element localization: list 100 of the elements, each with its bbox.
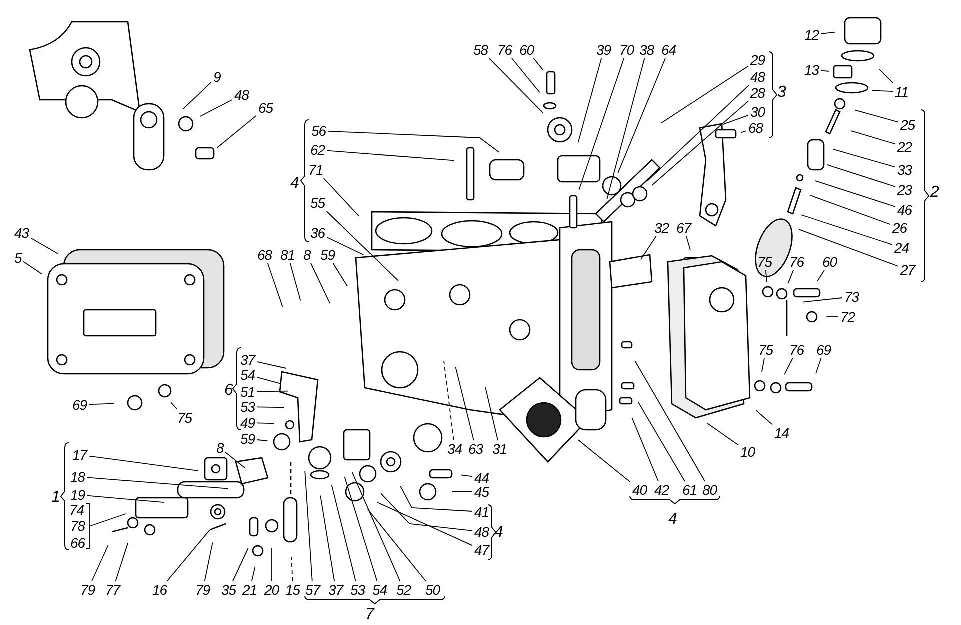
- leader-line: [578, 58, 602, 144]
- callout-number: 59: [320, 248, 336, 262]
- callout-number: 54: [240, 368, 256, 382]
- leader-line: [802, 298, 843, 303]
- leader-line: [816, 358, 822, 374]
- callout-number: 5: [14, 250, 22, 266]
- leader-line: [817, 270, 825, 282]
- leader-line: [826, 164, 896, 188]
- callout-number: 69: [72, 398, 88, 412]
- leader-line: [850, 130, 896, 145]
- callout-number: 28: [750, 86, 766, 100]
- callout-number: 45: [474, 484, 490, 500]
- leader-line: [380, 493, 473, 532]
- leader-line: [826, 316, 839, 318]
- callout-number: 8: [304, 248, 311, 262]
- callout-number: 27: [900, 262, 916, 278]
- leader-line: [87, 495, 165, 504]
- callout-number: 32: [654, 220, 670, 236]
- callout-number: 76: [790, 254, 804, 270]
- leader-line: [91, 545, 109, 582]
- leader-line: [31, 238, 59, 254]
- callout-number: 79: [80, 582, 96, 598]
- callout-number: 40: [632, 482, 648, 498]
- callout-number: 48: [750, 70, 766, 84]
- leader-line: [170, 402, 178, 410]
- callout-number: 53: [350, 582, 366, 598]
- callout-number: 10: [740, 444, 756, 460]
- callout-number: 79: [196, 582, 210, 598]
- leader-line: [632, 417, 659, 482]
- group-number: 4: [290, 174, 300, 192]
- callout-number: 26: [892, 220, 908, 236]
- callout-number: 49: [240, 416, 256, 430]
- callout-number: 43: [14, 226, 30, 240]
- callout-number: 60: [822, 254, 838, 270]
- callout-number: 80: [702, 482, 718, 498]
- callout-number: 42: [654, 482, 670, 498]
- callout-number: 48: [234, 88, 250, 102]
- callout-number: 22: [898, 140, 912, 154]
- callout-number: 25: [900, 118, 916, 132]
- leader-line: [115, 542, 129, 582]
- callout-number: 56: [312, 124, 326, 138]
- leader-line: [821, 32, 836, 34]
- leader-line: [331, 485, 356, 582]
- leader-line: [765, 270, 768, 283]
- callout-number: 33: [898, 162, 912, 178]
- leader-line: [485, 387, 498, 441]
- callout-number: 66: [70, 536, 86, 550]
- leader-line: [810, 194, 891, 226]
- group-number: 3: [778, 84, 786, 100]
- callout-number: 17: [72, 448, 88, 462]
- callout-number: 48: [474, 524, 490, 540]
- callout-number: 23: [898, 182, 912, 198]
- callout-number: 11: [895, 84, 909, 100]
- leader-line: [257, 440, 268, 442]
- callout-number: 39: [596, 42, 612, 58]
- leader-line: [327, 150, 454, 162]
- leader-line: [878, 68, 894, 84]
- leader-line: [257, 362, 287, 369]
- callout-number: 13: [804, 62, 820, 78]
- leader-line: [722, 114, 749, 126]
- callout-number: 52: [396, 582, 412, 598]
- callout-number: 81: [280, 248, 296, 262]
- callout-number: 50: [426, 582, 440, 598]
- leader-line: [660, 66, 749, 124]
- leader-line: [634, 360, 706, 482]
- leader-line: [332, 263, 348, 287]
- leader-line: [444, 360, 454, 441]
- callout-number: 38: [640, 42, 654, 58]
- leader-line: [352, 472, 401, 582]
- callout-number: 8: [216, 440, 224, 456]
- callout-number: 44: [474, 470, 490, 486]
- callout-number: 68: [748, 120, 764, 136]
- callout-number: 18: [70, 470, 86, 484]
- leader-line: [606, 58, 646, 200]
- callout-number: 29: [750, 52, 766, 68]
- callout-number: 64: [662, 42, 676, 58]
- callout-number: 71: [308, 162, 324, 178]
- callout-number: 63: [468, 442, 484, 456]
- leader-line: [821, 70, 830, 72]
- leader-line: [323, 178, 360, 217]
- callout-number: 74: [70, 502, 84, 518]
- callout-number: 73: [844, 290, 860, 304]
- leader-line: [183, 82, 212, 110]
- leader-line: [89, 403, 115, 406]
- callout-number: 46: [898, 202, 912, 218]
- leader-line: [854, 110, 899, 123]
- leader-line: [267, 263, 284, 308]
- leader-line: [800, 214, 893, 246]
- leader-line: [788, 270, 794, 284]
- leader-line: [638, 401, 686, 482]
- leader-line: [455, 367, 474, 441]
- callout-number: 16: [152, 582, 168, 598]
- callout-number: 76: [498, 42, 512, 58]
- leader-line: [686, 236, 692, 251]
- leader-line: [647, 85, 750, 182]
- leader-line: [400, 486, 473, 512]
- callout-number: 60: [520, 42, 534, 58]
- leader-line: [87, 477, 228, 490]
- callout-number: 15: [286, 582, 300, 598]
- leader-line: [257, 377, 282, 384]
